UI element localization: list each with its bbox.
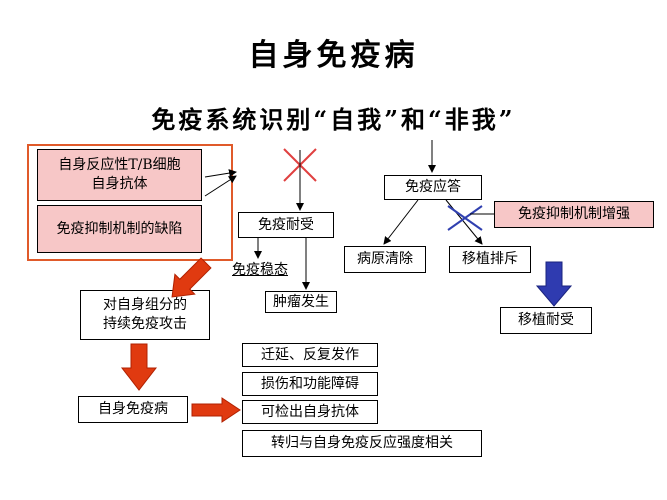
autoreactive-line2: 自身抗体 — [91, 176, 148, 192]
feature-box-2: 损伤和功能障碍 — [242, 372, 378, 396]
blue-arrow-to-graft-tolerance — [535, 261, 573, 307]
pathogen-clearance-label: 病原清除 — [357, 251, 413, 268]
feature-box-4: 转归与自身免疫反应强度相关 — [242, 430, 482, 457]
tumor-box: 肿瘤发生 — [265, 291, 337, 313]
graft-rejection-label: 移植排斥 — [462, 251, 518, 268]
red-arrow-to-features — [191, 397, 241, 423]
feature-box-1: 迁延、反复发作 — [242, 343, 378, 367]
tolerance-box: 免疫耐受 — [238, 212, 334, 238]
arrow-group-to-center-1 — [204, 169, 237, 178]
feature-3-label: 可检出自身抗体 — [261, 403, 359, 420]
graft-tolerance-label: 移植耐受 — [518, 312, 574, 329]
continuous-attack-line1: 对自身组分的 — [103, 297, 187, 314]
arrow-to-graft-rejection — [445, 199, 483, 245]
feature-4-label: 转归与自身免疫反应强度相关 — [271, 435, 453, 452]
suppression-enhanced-label: 免疫抑制机制增强 — [518, 206, 630, 223]
homeostasis-label: 免疫稳态 — [232, 262, 288, 278]
page-subtitle: 免疫系统识别“自我”和“非我” — [151, 105, 516, 134]
blue-cross-icon — [447, 205, 483, 231]
autoreactive-cells-box: 自身反应性T/B细胞 自身抗体 — [37, 149, 202, 201]
autoimmune-disease-label: 自身免疫病 — [98, 401, 168, 418]
cause-group — [27, 144, 233, 261]
immune-response-box: 免疫应答 — [384, 175, 482, 200]
suppression-defect-label: 免疫抑制机制的缺陷 — [56, 220, 183, 237]
continuous-attack-box: 对自身组分的 持续免疫攻击 — [80, 290, 210, 340]
suppression-defect-box: 免疫抑制机制的缺陷 — [37, 205, 202, 253]
arrow-to-pathogen-clearance — [383, 199, 419, 245]
feature-box-3: 可检出自身抗体 — [242, 400, 378, 424]
immune-response-label: 免疫应答 — [405, 179, 461, 196]
graft-rejection-box: 移植排斥 — [449, 246, 531, 273]
continuous-attack-line2: 持续免疫攻击 — [103, 316, 187, 332]
feature-1-label: 迁延、反复发作 — [261, 346, 359, 363]
autoreactive-line1: 自身反应性T/B细胞 — [58, 157, 181, 174]
red-arrow-to-attack — [171, 257, 212, 298]
autoimmune-disease-box: 自身免疫病 — [78, 396, 188, 423]
pathogen-clearance-box: 病原清除 — [344, 246, 426, 273]
suppression-enhanced-box: 免疫抑制机制增强 — [494, 201, 654, 228]
tolerance-label: 免疫耐受 — [258, 216, 314, 233]
page-title: 自身免疫病 — [248, 38, 419, 73]
graft-tolerance-box: 移植耐受 — [500, 307, 592, 334]
arrow-group-to-center-2 — [204, 175, 237, 197]
feature-2-label: 损伤和功能障碍 — [261, 375, 359, 392]
red-arrow-to-disease — [120, 343, 158, 391]
tumor-label: 肿瘤发生 — [273, 293, 329, 310]
